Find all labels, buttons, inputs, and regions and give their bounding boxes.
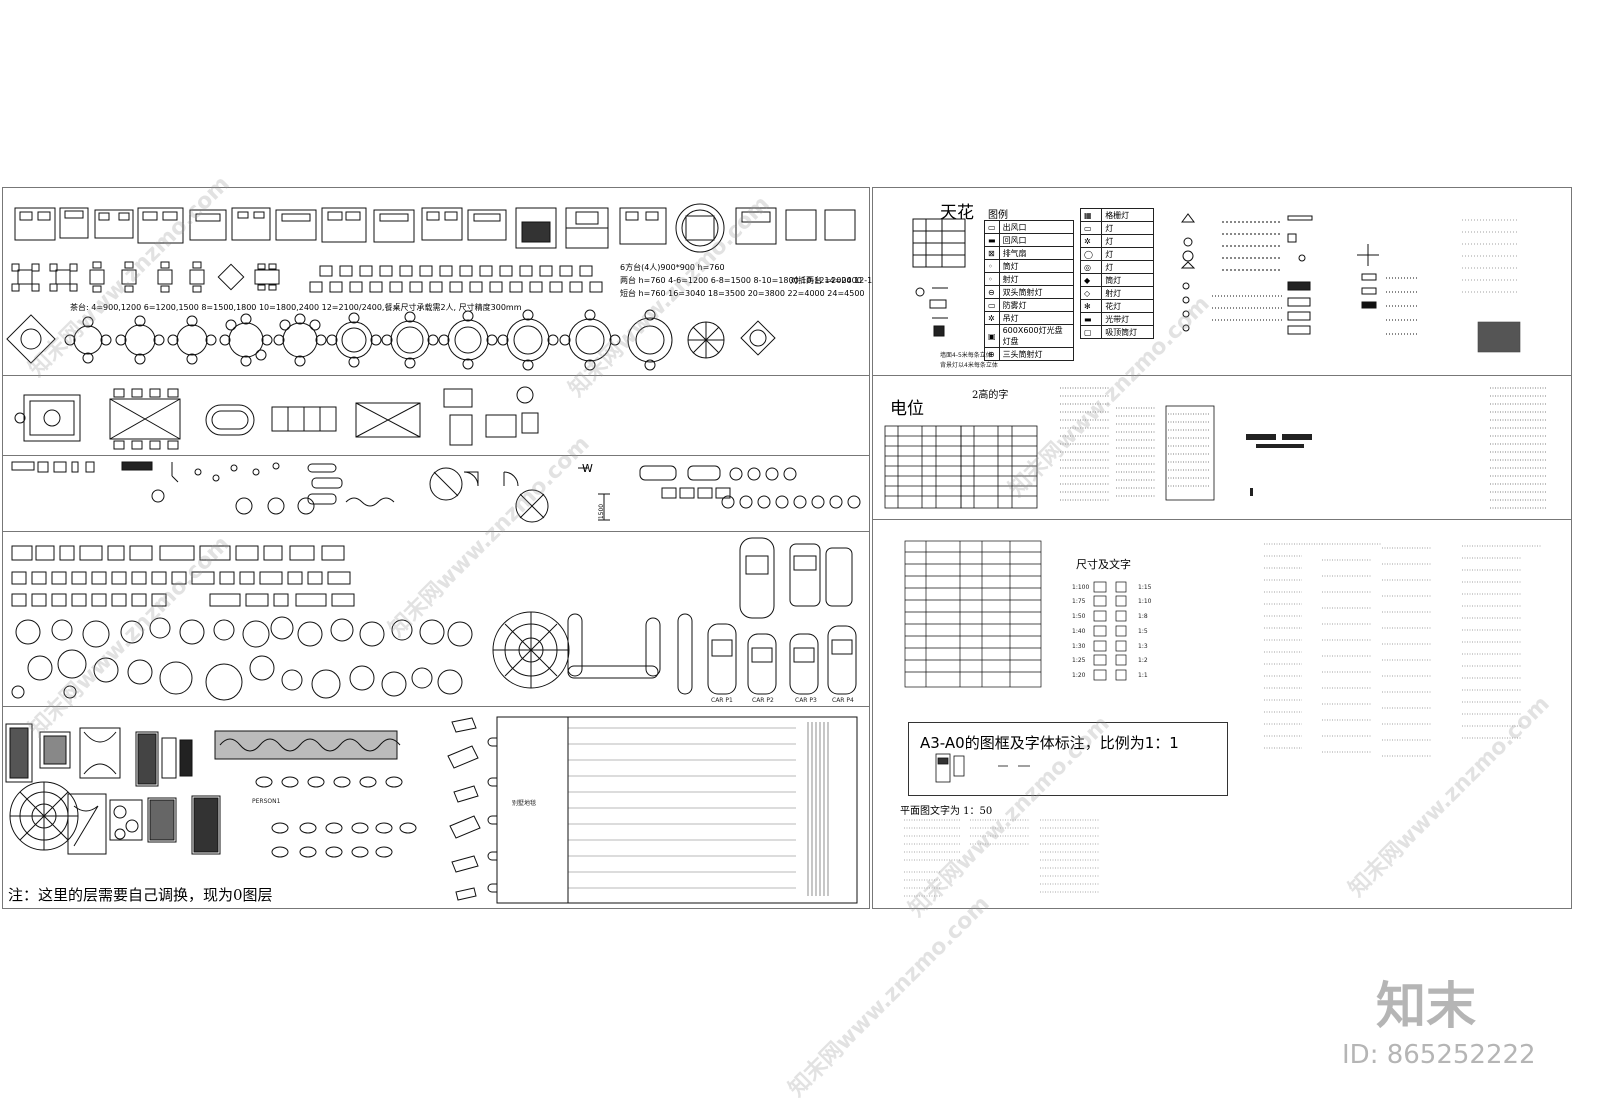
ceiling-legend-2: 排气扇 [998,246,1075,260]
left-band-divider-2 [2,455,870,456]
scale-right-0: 1:15 [1138,584,1152,591]
ceiling-legend2-3: 灯 [1101,247,1154,261]
layer-table [904,540,1042,688]
ceiling-note-2: 背景灯以4米每条立体 [940,362,998,369]
dining-set-symbols [11,261,603,293]
right-divider-1 [872,375,1572,376]
scale-left-6: 1:20 [1072,672,1086,679]
text-height-label: 2高的字 [972,390,1009,401]
ceiling-legend-6: 防雾灯 [998,298,1075,312]
ceiling-right-notes [1462,219,1521,353]
ceiling-title: 天花 [940,203,974,223]
ceiling-legend2-6: 射灯 [1101,286,1154,300]
ceiling-legend2-1: 灯 [1101,221,1154,235]
round-table-symbols [6,309,776,371]
ceiling-legend2-5: 筒灯 [1101,273,1154,287]
car-symbols [707,537,857,695]
scale-right-6: 1:1 [1138,672,1148,679]
scale-boxes [1093,581,1127,681]
ceiling-legend2-0: 格栅灯 [1101,208,1154,222]
seating-rules-line2: 两台 h=760 4-6=1200 6-8=1500 8-10=1800 10-… [620,276,905,285]
ceiling-fixture-symbols [1180,213,1418,335]
car-label-4: CAR P4 [832,697,854,704]
scale-left-2: 1:50 [1072,613,1086,620]
ceiling-legend-4: 射灯 [998,272,1075,286]
frame-title-box [908,722,1228,796]
hedge-symbols [567,613,693,695]
ceiling-legend-1: 回风口 [998,233,1075,247]
electric-title: 电位 [890,399,924,419]
ceiling-legend2-4: 灯 [1101,260,1154,274]
large-tree-symbol [492,611,570,689]
ceiling-note-1: 墙面4-5米每条立体 [940,352,992,359]
scale-right-3: 1:5 [1138,628,1148,635]
frame-title: A3-A0的图框及字体标注，比例为1：1 [920,734,1179,752]
carpet-label: 别墅地毯 [512,800,537,807]
scale-left-5: 1:25 [1072,657,1086,664]
ceiling-legend-table: ▭出风口 ▬回风口 ⊠排气扇 ◦筒灯 ◦射灯 ⊖双头筒射灯 ▭防雾灯 ✲吊灯 ▣… [984,220,1075,361]
sofa-chair-symbols [11,545,355,607]
carpet-plan-symbol [496,716,858,904]
seating-rules-line3: 短台 h=760 16=3040 18=3500 20=3800 22=4000… [620,289,865,298]
left-band-divider-1 [2,375,870,376]
person-label: PERSON1 [252,798,281,805]
watermark-4: 知末网www.znzmo.com [784,891,995,1102]
electric-socket-table [884,425,962,509]
scale-right-5: 1:2 [1138,657,1148,664]
table-sizes-caption: 茶台: 4=900,1200 6=1200,1500 8=1500,1800 1… [70,303,522,312]
bed-symbols-row [14,203,856,253]
scale-left-3: 1:40 [1072,628,1086,635]
ornament-pattern-symbols [5,723,221,855]
layer-note: 注：这里的层需要自己调换，现为0图层 [8,886,273,904]
scale-left-1: 1:75 [1072,598,1086,605]
room-name-text-block [1264,543,1542,757]
plant-symbols [11,616,473,701]
person-symbols [255,776,417,858]
scale-right-2: 1:8 [1138,613,1148,620]
scale-right-4: 1:3 [1138,643,1148,650]
ceiling-legend2-9: 吸顶筒灯 [1101,325,1154,339]
seating-rules-right: 对折两台 14=2400 [790,276,862,285]
ceiling-left-symbols [915,287,948,337]
brand-logo: 知末 [1376,977,1476,1035]
ceiling-legend-7: 吊灯 [998,311,1075,325]
ceiling-legend2-7: 花灯 [1101,299,1154,313]
dimension-title: 尺寸及文字 [1076,558,1131,571]
ceiling-legend-5: 双头筒射灯 [998,285,1075,299]
car-label-3: CAR P3 [795,697,817,704]
misc-fixture-symbols [11,461,861,523]
image-id-label: ID: 865252222 [1342,1040,1536,1070]
ceiling-legend-3: 筒灯 [998,259,1075,273]
ceiling-legend-0: 出风口 [998,220,1075,234]
frame-title-symbols [935,753,1030,783]
electric-socket-table-2 [960,425,1038,509]
w-label: W [582,462,593,475]
dim-label-1500: 1500 [598,503,606,520]
car-label-1: CAR P1 [711,697,733,704]
long-table-symbols [14,386,539,450]
electric-text-columns [1060,387,1546,509]
ceiling-legend-table-2: ▦格栅灯 ▭灯 ✲灯 ◯灯 ◎灯 ◆筒灯 ◇射灯 ✻花灯 ▬光带灯 ▢吸顶筒灯 [1079,208,1154,339]
left-band-divider-3 [2,531,870,532]
ceiling-legend2-8: 光带灯 [1101,312,1154,326]
carpet-band-symbol [214,730,401,760]
ceiling-left-mini-table [912,218,966,268]
ceiling-legend-9: 三头筒射灯 [998,347,1075,361]
car-label-2: CAR P2 [752,697,774,704]
scale-left-0: 1:100 [1072,584,1090,591]
legend-title: 图例 [988,210,1008,221]
plan-text-samples [904,819,1100,897]
left-band-divider-4 [2,706,870,707]
ceiling-legend2-2: 灯 [1101,234,1154,248]
seating-rules-line1: 6方台(4人)900*900 h=760 [620,263,725,272]
right-divider-2 [872,519,1572,520]
scale-left-4: 1:30 [1072,643,1086,650]
ceiling-legend-8: 600X600灯光盘灯盘 [998,324,1075,348]
plan-text-label: 平面图文字为 1：50 [900,806,993,817]
scale-right-1: 1:10 [1138,598,1152,605]
